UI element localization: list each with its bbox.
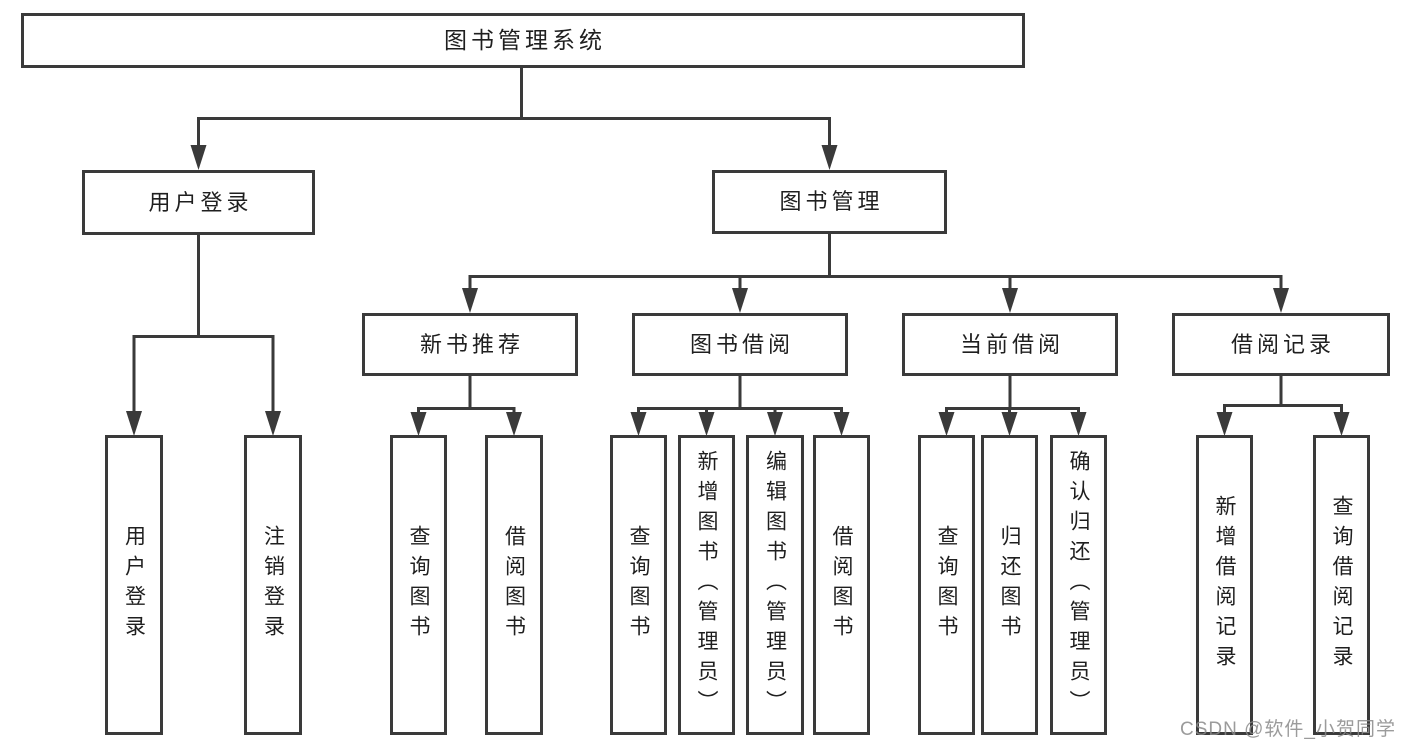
node-label: 借阅图书 (502, 525, 526, 645)
csdn-watermark: CSDN @软件_小贺同学 (1180, 719, 1396, 740)
leaf-add-borrow-record: 新增借阅记录 (1196, 435, 1253, 735)
leaf-borrow-books: 借阅图书 (813, 435, 870, 735)
node-label: 查询借阅记录 (1330, 495, 1353, 675)
leaf-query-books-current: 查询图书 (918, 435, 975, 735)
node-book-management: 图书管理 (712, 170, 947, 234)
node-label: 新增借阅记录 (1213, 495, 1236, 675)
node-borrowing-records: 借阅记录 (1172, 313, 1390, 376)
node-book-borrowing: 图书借阅 (632, 313, 848, 376)
leaf-query-books-recommend: 查询图书 (390, 435, 447, 735)
leaf-user-login: 用户登录 (105, 435, 163, 735)
node-label: 查询图书 (407, 525, 430, 645)
leaf-confirm-return-admin: 确认归还（管理员） (1050, 435, 1107, 735)
node-label: 归还图书 (998, 525, 1021, 645)
node-label: 编辑图书（管理员） (763, 450, 787, 720)
leaf-logout: 注销登录 (244, 435, 302, 735)
node-label: 用户登录 (148, 189, 253, 215)
node-label: 新书推荐 (419, 331, 524, 357)
node-user-login: 用户登录 (82, 170, 315, 235)
node-label: 注销登录 (261, 525, 285, 645)
leaf-add-book-admin: 新增图书（管理员） (678, 435, 735, 735)
leaf-borrow-books-recommend: 借阅图书 (485, 435, 543, 735)
leaf-edit-book-admin: 编辑图书（管理员） (746, 435, 804, 735)
node-label: 新增图书（管理员） (695, 450, 718, 720)
node-label: 查询图书 (935, 525, 958, 645)
node-label: 图书管理 (779, 189, 884, 214)
node-label: 借阅图书 (830, 525, 853, 645)
node-label: 当前借阅 (959, 331, 1064, 357)
node-book-management-system: 图书管理系统 (21, 13, 1025, 68)
node-label: 查询图书 (627, 525, 650, 645)
leaf-query-books-borrow: 查询图书 (610, 435, 667, 735)
node-label: 图书借阅 (689, 331, 794, 357)
node-label: 确认归还（管理员） (1067, 450, 1090, 720)
node-label: 图书管理系统 (444, 27, 606, 53)
node-new-book-recommendation: 新书推荐 (362, 313, 578, 376)
node-label: 用户登录 (122, 525, 146, 645)
leaf-query-borrow-record: 查询借阅记录 (1313, 435, 1370, 735)
node-label: 借阅记录 (1230, 331, 1335, 357)
leaf-return-book: 归还图书 (981, 435, 1038, 735)
node-current-borrowing: 当前借阅 (902, 313, 1118, 376)
